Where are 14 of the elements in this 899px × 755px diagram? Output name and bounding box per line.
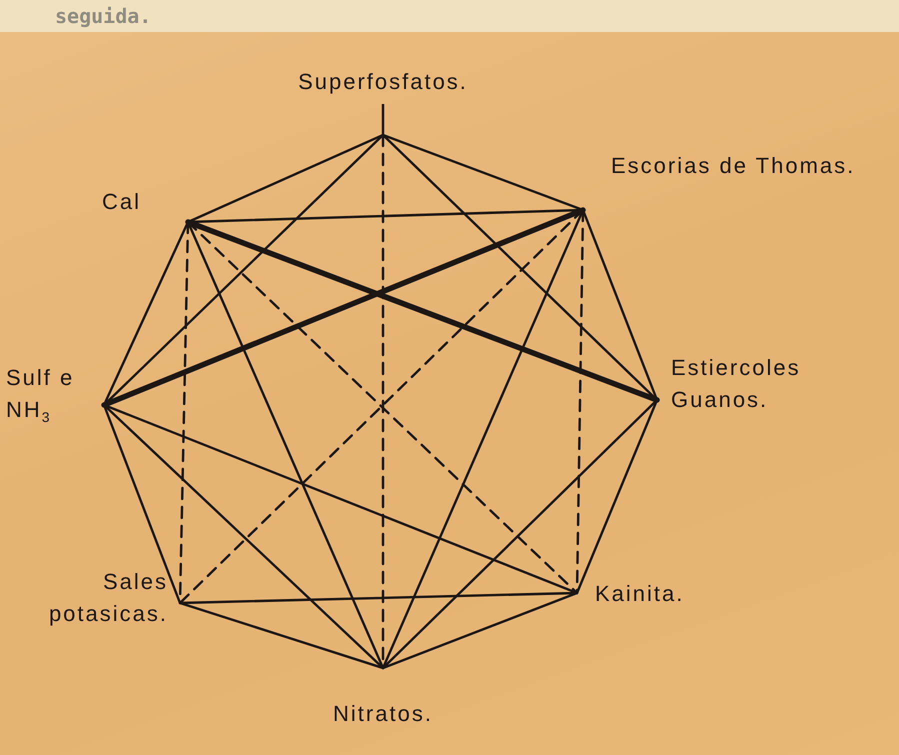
node-label: Escorias de Thomas. (611, 152, 856, 180)
stamped-text: seguida. (55, 4, 152, 28)
connector-line (178, 592, 578, 604)
node-label: Kainita. (595, 580, 684, 608)
node-label: Cal (102, 188, 142, 216)
node-label: Sales potasicas. (48, 568, 168, 628)
node-label: Sulf e NH$_{3}$ (6, 364, 76, 427)
node-label: Nitratos. (333, 700, 433, 728)
connector-line (185, 219, 660, 403)
connector-line (382, 592, 578, 670)
connector-line (178, 602, 384, 670)
connector-line (101, 207, 586, 408)
node-label: Estiercoles Guanos. (671, 354, 802, 414)
node-label: Superfosfatos. (298, 68, 468, 96)
